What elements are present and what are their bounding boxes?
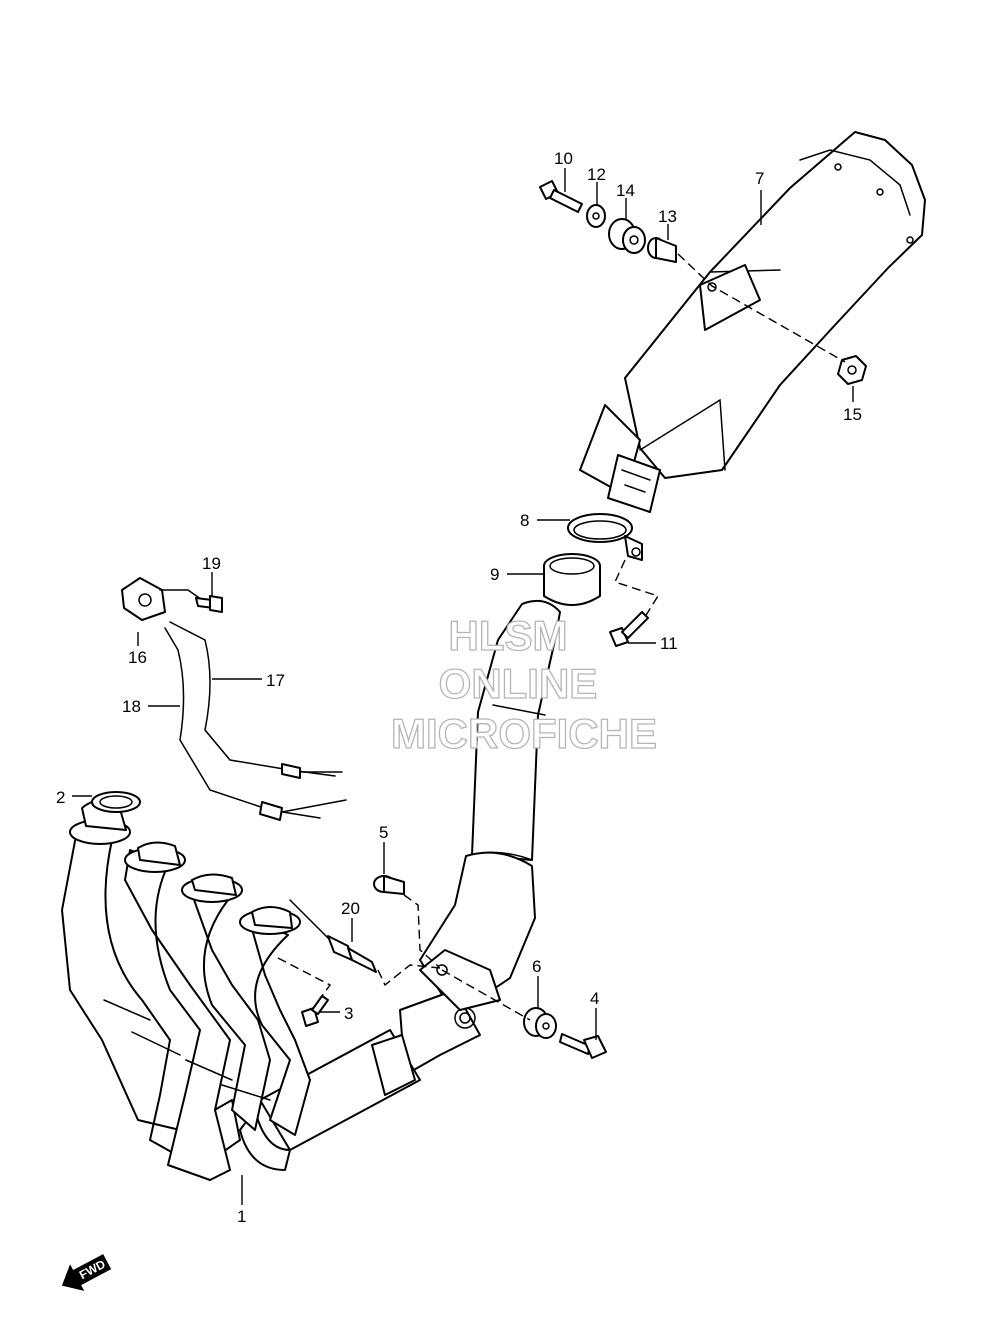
callout-labels: 10 12 14 13 7 15 8 9 11 19 16 17 18 2 5 … xyxy=(56,149,862,1226)
callout-3: 3 xyxy=(344,1004,353,1023)
callout-17: 17 xyxy=(266,671,285,690)
part-13-collar[interactable] xyxy=(647,237,677,263)
leader-lines xyxy=(72,168,854,1205)
callout-11: 11 xyxy=(660,634,678,653)
callout-9: 9 xyxy=(490,565,499,584)
part-7-muffler[interactable] xyxy=(579,131,926,513)
watermark: HLSM ONLINE MICROFICHE xyxy=(390,611,657,757)
callout-7: 7 xyxy=(755,169,764,188)
part-18-wire[interactable] xyxy=(164,627,347,821)
watermark-line-1: HLSM xyxy=(449,612,568,659)
part-16-bracket[interactable] xyxy=(121,577,206,621)
callout-12: 12 xyxy=(587,165,606,184)
callout-19: 19 xyxy=(202,554,221,573)
callout-8: 8 xyxy=(520,511,529,530)
callout-15: 15 xyxy=(843,405,862,424)
part-19-bolt[interactable] xyxy=(195,595,223,613)
part-12-washer[interactable] xyxy=(586,204,606,228)
part-3-bolt[interactable] xyxy=(301,995,329,1027)
callout-14: 14 xyxy=(616,181,635,200)
part-9-gasket[interactable] xyxy=(543,553,601,606)
callout-18: 18 xyxy=(122,697,141,716)
callout-16: 16 xyxy=(128,648,147,667)
part-5-bolt[interactable] xyxy=(373,875,405,895)
callout-1: 1 xyxy=(237,1207,246,1226)
part-2-gasket[interactable] xyxy=(91,791,141,813)
part-4-bolt[interactable] xyxy=(559,1033,607,1059)
part-8-clamp[interactable] xyxy=(567,513,643,561)
callout-2: 2 xyxy=(56,788,65,807)
callout-13: 13 xyxy=(658,207,677,226)
part-14-grommet[interactable] xyxy=(608,218,646,254)
callout-4: 4 xyxy=(590,989,599,1008)
callout-10: 10 xyxy=(554,149,573,168)
part-6-grommet[interactable] xyxy=(523,1007,557,1039)
part-20-o2-sensor[interactable] xyxy=(289,899,377,973)
callout-5: 5 xyxy=(379,823,388,842)
fwd-arrow-icon: FWD xyxy=(61,1254,112,1291)
part-11-bolt[interactable] xyxy=(609,611,649,647)
part-17-wire[interactable] xyxy=(169,621,343,779)
watermark-line-2: ONLINE xyxy=(439,660,598,707)
watermark-line-3: MICROFICHE xyxy=(391,710,657,757)
part-15-nut[interactable] xyxy=(837,355,867,385)
part-10-bolt[interactable] xyxy=(539,180,583,213)
callout-20: 20 xyxy=(341,899,360,918)
callout-6: 6 xyxy=(532,957,541,976)
